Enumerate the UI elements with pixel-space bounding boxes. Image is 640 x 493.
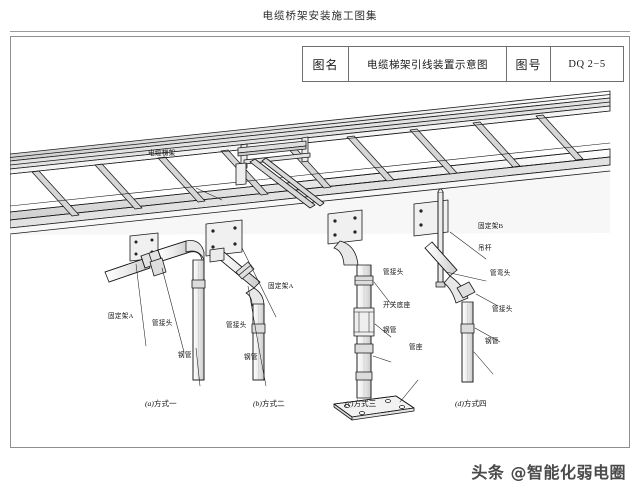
label-pipe-coupling-a: 管接头: [152, 320, 173, 327]
header-divider: [10, 31, 630, 32]
caption-c-text: 方式三: [353, 399, 377, 408]
label-pipe-elbow-d: 管弯头: [490, 270, 511, 277]
caption-d-letter: (d): [455, 399, 464, 408]
label-hanger-rod-d: 吊杆: [478, 245, 492, 252]
document-header-title: 电缆桥架安装施工图集: [262, 11, 378, 22]
caption-c-letter: (c): [345, 399, 354, 408]
label-fixing-bracket-a: 固定架A: [108, 313, 134, 320]
label-fixing-bracket-d: 固定架B: [478, 223, 504, 230]
caption-b: (b)方式二: [253, 398, 285, 409]
label-pipe-socket-c: 管座: [409, 344, 423, 351]
caption-d: (d)方式四: [455, 398, 487, 409]
label-fixing-bracket-b: 固定架A: [268, 283, 294, 290]
title-block-number-value: DQ 2−5: [568, 58, 606, 70]
drawing-canvas: [10, 36, 630, 448]
label-steel-pipe-b: 钢管: [244, 354, 258, 361]
watermark: 头条 @智能化弱电圈: [471, 463, 626, 482]
label-steel-pipe-c: 钢管: [383, 327, 397, 334]
caption-c: (c)方式三: [345, 398, 376, 409]
caption-d-text: 方式四: [463, 399, 487, 408]
label-pipe-coupling-d: 管接头: [492, 306, 513, 313]
title-block-name-value: 电缆梯架引线装置示意图: [349, 47, 507, 81]
caption-a: (a)方式一: [145, 398, 177, 409]
label-cable-ladder: 电缆梯架: [148, 150, 176, 157]
label-steel-pipe-d: 钢管: [485, 338, 499, 345]
caption-b-letter: (b): [253, 399, 262, 408]
caption-a-letter: (a): [145, 399, 154, 408]
label-switch-base-c: 开关底座: [383, 302, 411, 309]
title-block-name-key: 图名: [303, 47, 349, 81]
title-block: 图名 电缆梯架引线装置示意图 图号 DQ 2−5: [302, 46, 624, 82]
caption-b-text: 方式二: [261, 399, 285, 408]
label-pipe-coupling-b: 管接头: [226, 322, 247, 329]
title-block-number-key: 图号: [507, 47, 551, 81]
label-pipe-coupling-c: 管接头: [383, 269, 404, 276]
label-steel-pipe-a: 钢管: [178, 352, 192, 359]
caption-a-text: 方式一: [153, 399, 177, 408]
